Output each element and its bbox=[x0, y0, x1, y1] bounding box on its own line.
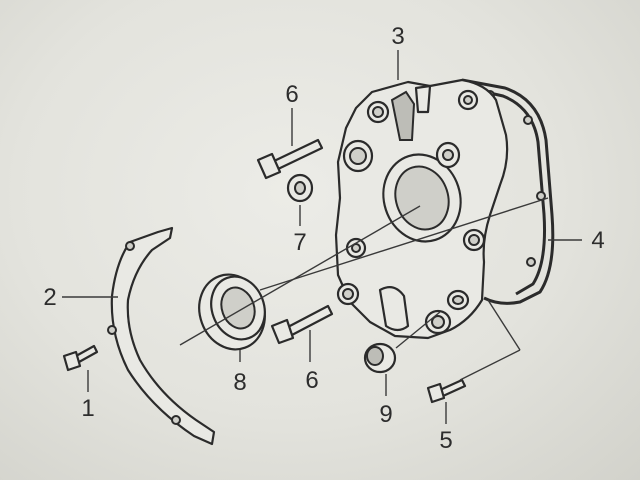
collar-part-7 bbox=[286, 173, 314, 203]
gasket-part-4 bbox=[461, 78, 555, 305]
collar-part-9 bbox=[363, 342, 397, 374]
callout-1: 1 bbox=[81, 395, 94, 422]
callout-8: 8 bbox=[233, 369, 246, 396]
cover-part-3 bbox=[334, 78, 509, 340]
screw-part-1 bbox=[62, 344, 99, 372]
callout-labels: 3 6 7 2 4 8 6 9 5 1 bbox=[43, 23, 604, 454]
bolt-part-6-lower bbox=[270, 304, 334, 345]
callout-5: 5 bbox=[439, 427, 452, 454]
callout-7: 7 bbox=[293, 229, 306, 256]
callout-6-upper: 6 bbox=[285, 81, 298, 108]
callout-6-lower: 6 bbox=[305, 367, 318, 394]
leader-lines bbox=[62, 50, 582, 424]
callout-2: 2 bbox=[43, 284, 56, 311]
callout-4: 4 bbox=[591, 227, 604, 254]
bolt-part-5 bbox=[426, 378, 467, 404]
plate-part-2 bbox=[107, 226, 216, 446]
callout-9: 9 bbox=[379, 401, 392, 428]
oil-seal-part-8 bbox=[198, 273, 266, 351]
bolt-part-6-upper bbox=[256, 138, 324, 180]
callout-3: 3 bbox=[391, 23, 404, 50]
